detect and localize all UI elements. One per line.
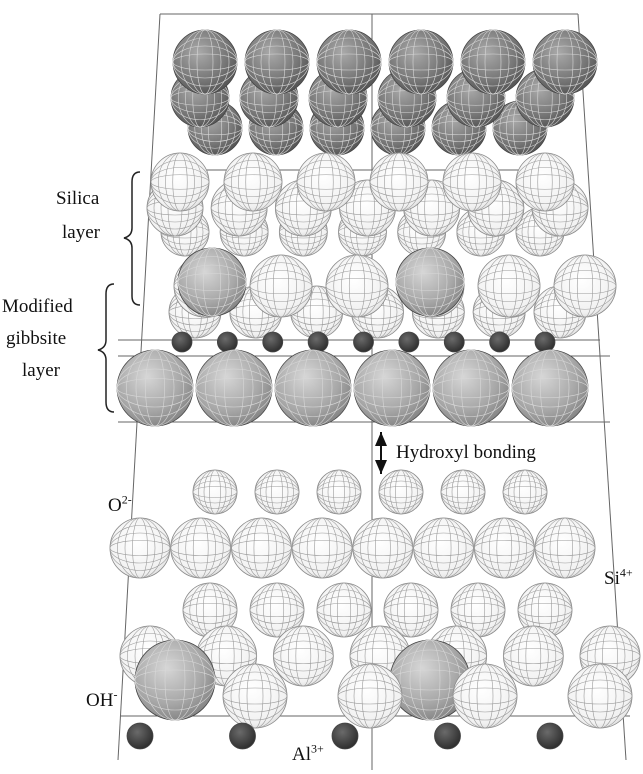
hydroxyl-bonding-label: Hydroxyl bonding [396,442,536,464]
silica-layer-label: Silica [56,188,99,210]
hydroxide-symbol: OH [86,690,113,711]
silicon-charge: 4+ [620,566,633,580]
aluminum-charge: 3+ [311,742,324,756]
silica-label-line1: Silica [56,188,99,210]
atom-spheres [110,30,640,749]
aluminum-symbol: Al [292,744,311,765]
silicon-symbol: Si [604,568,620,589]
silica-layer-label-2: layer [62,222,100,244]
oxygen-ion-label: O2- [108,495,132,517]
silica-layer-brace [124,172,140,305]
gibbsite-label-line3: layer [22,360,60,382]
hydroxyl-bonding-arrow [375,432,387,474]
hydroxide-ion-label: OH- [86,690,117,712]
hydroxide-charge: - [113,688,117,702]
gibbsite-label-line1: Modified [2,296,73,318]
oxygen-charge: 2- [122,493,132,507]
silicon-ion-label: Si4+ [604,568,633,590]
gibbsite-layer-brace [98,284,114,412]
silica-label-line2: layer [62,222,100,244]
gibbsite-label-line2: gibbsite [6,328,66,350]
aluminum-ion-label: Al3+ [292,744,324,766]
oxygen-symbol: O [108,495,122,516]
